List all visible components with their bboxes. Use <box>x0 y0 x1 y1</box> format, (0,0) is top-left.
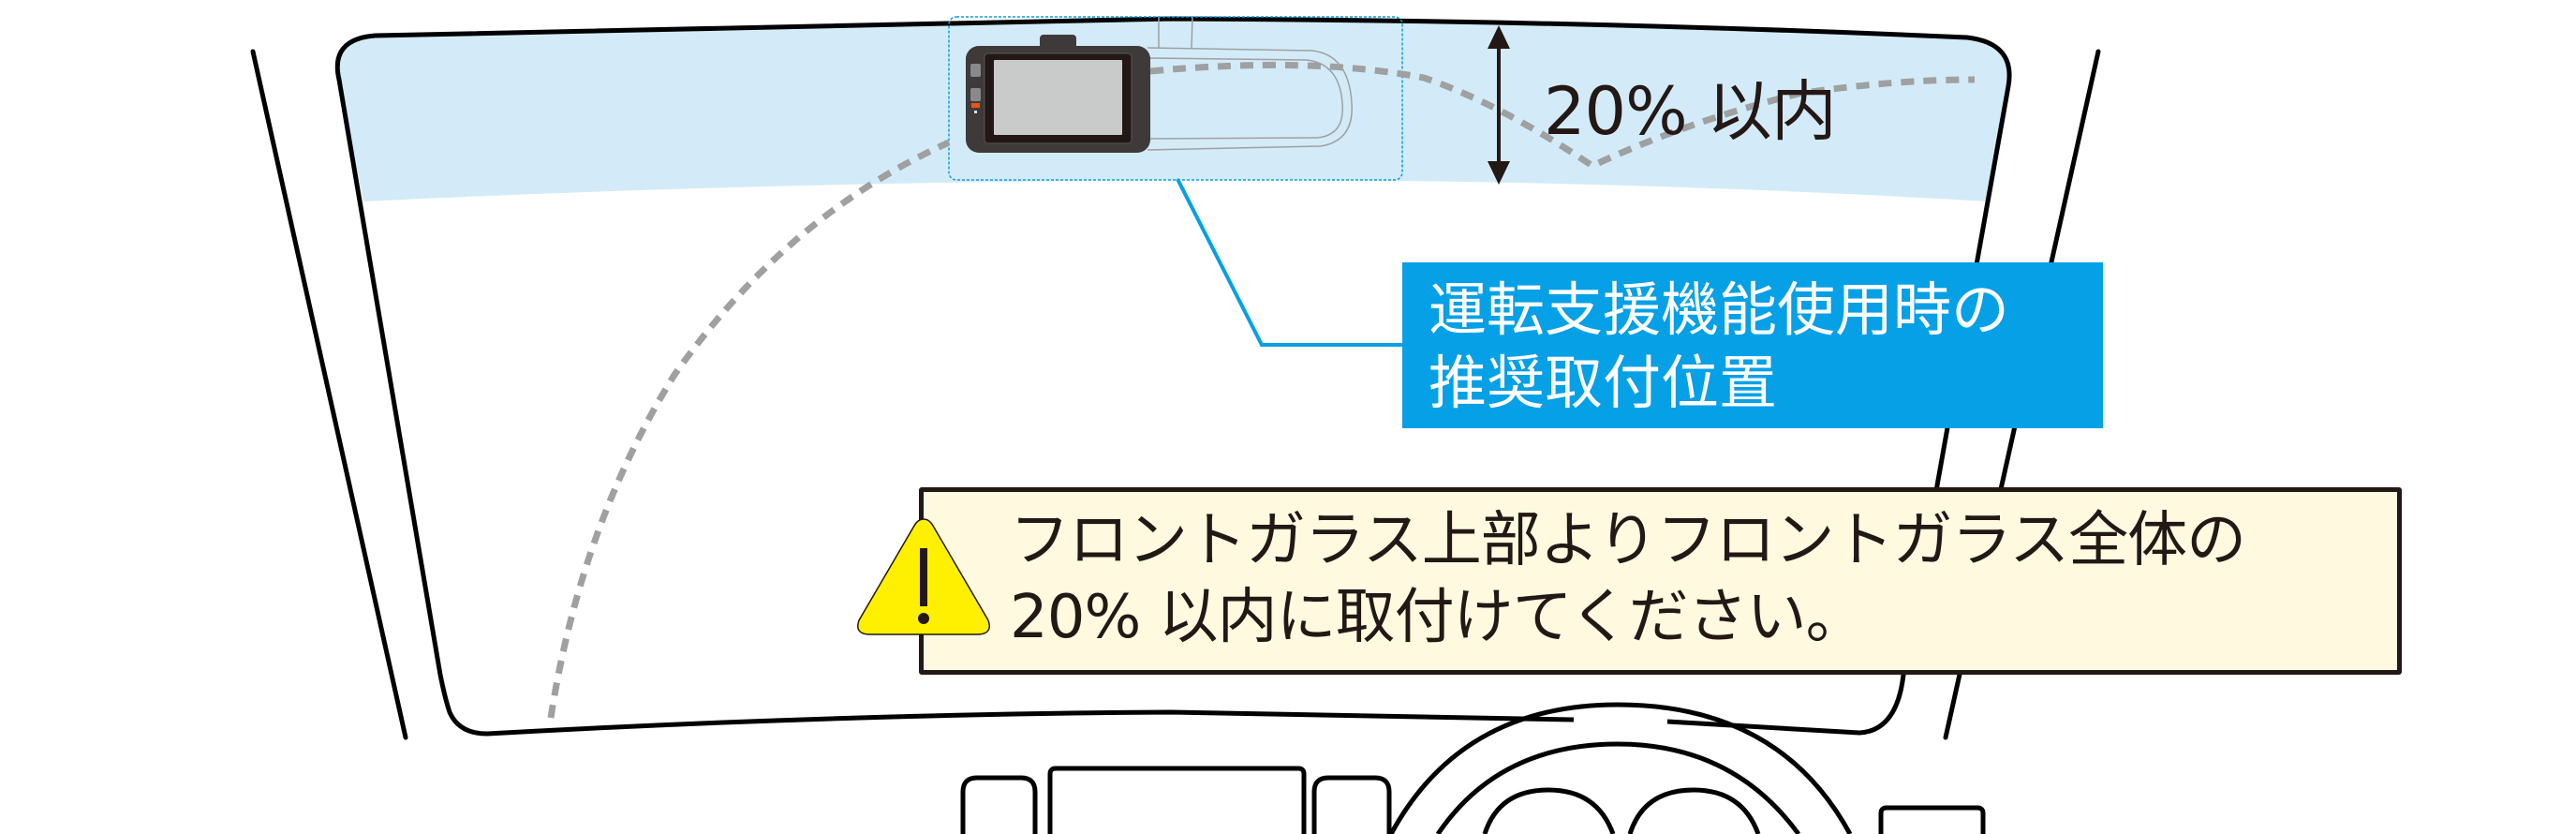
warning-text: フロントガラス上部よりフロントガラス全体の 20% 以内に取付けてください。 <box>1010 502 2246 656</box>
warning-line-2: 20% 以内に取付けてください。 <box>1010 583 1866 652</box>
camera-view-guide <box>547 61 1976 719</box>
height-limit-label: 20% 以内 <box>1544 73 1837 150</box>
right-switch-box <box>1878 805 1986 834</box>
left-vent <box>960 775 1038 834</box>
callout-line-1: 運転支援機能使用時の <box>1429 276 2010 344</box>
warning-triangle-icon <box>857 518 990 635</box>
right-gauge <box>1627 787 1761 834</box>
dashcam-icon <box>966 35 1150 153</box>
steering-wheel <box>1388 702 1853 834</box>
center-display <box>1047 766 1307 834</box>
windshield-outline <box>334 16 2012 737</box>
callout-connector-line <box>1176 178 1402 347</box>
windshield-top-band <box>337 19 2010 201</box>
right-vent <box>1311 775 1392 834</box>
left-gauge <box>1482 787 1616 834</box>
recommended-position-callout: 運転支援機能使用時の 推奨取付位置 <box>1402 262 2103 428</box>
height-double-arrow-icon <box>1488 25 1510 185</box>
callout-line-2: 推奨取付位置 <box>1429 349 1778 417</box>
left-pillar-line <box>250 49 408 740</box>
warning-line-1: フロントガラス上部よりフロントガラス全体の <box>1010 506 2246 575</box>
dashboard <box>960 766 1986 834</box>
warning-box <box>919 487 2402 675</box>
recommended-zone-outline <box>948 16 1403 181</box>
